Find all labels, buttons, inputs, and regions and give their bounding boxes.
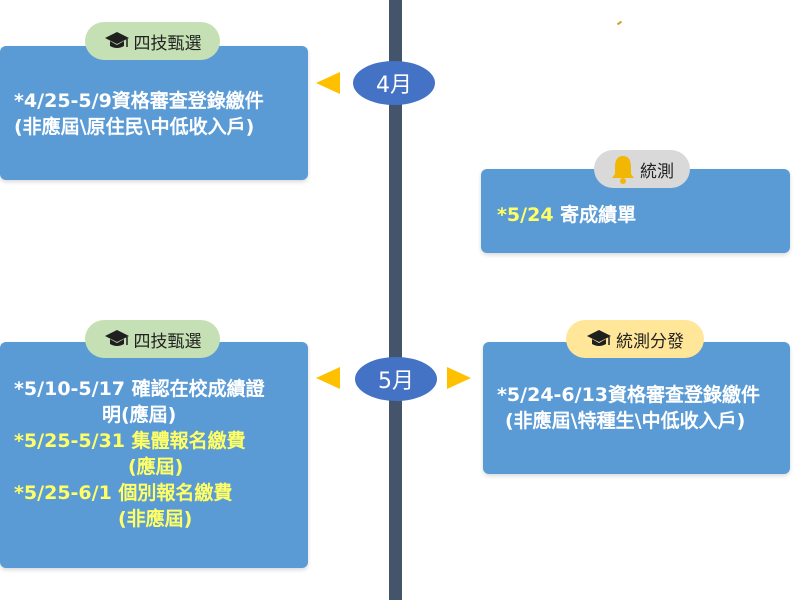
card-line: *5/25-5/31 集體報名繳費 [14,428,308,454]
arrow-to-april-four-year [316,72,340,94]
card-line: *5/10-5/17 確認在校成績證 [14,376,308,402]
tag-unified-exam: 統測 [594,150,690,188]
arrow-to-exam-allocation [447,367,471,389]
card-text: 集體報名繳費 [125,430,246,452]
month-april-label: 4月 [376,73,412,98]
arrow-to-may-four-year [316,367,340,389]
card-text: 確認在校成績證 [125,378,265,400]
timeline-axis [389,0,402,600]
card-may-four-year: *5/10-5/17 確認在校成績證 明(應屆) *5/25-5/31 集體報名… [0,342,308,568]
card-date: *5/25-5/31 [14,430,126,452]
tag-may-four-year: 四技甄選 [85,320,220,358]
card-date: *5/25-6/1 [14,482,112,504]
card-line-cont: 明(應屆) [102,404,177,426]
tag-label: 四技甄選 [133,331,202,352]
card-line: *5/25-6/1 個別報名繳費 [14,480,308,506]
card-date: *5/10-5/17 [14,378,126,400]
card-text: 個別報名繳費 [111,482,233,504]
bell-icon [612,156,634,184]
card-line: (非應屆\特種生\中低收入戶) [505,410,746,432]
decorative-mark [616,20,623,26]
month-may-label: 5月 [378,369,414,394]
card-date: *5/24 [497,204,554,226]
tag-label: 四技甄選 [133,33,202,54]
card-line: *4/25-5/9資格審查登錄繳件 [14,90,264,112]
month-may-bubble: 5月 [355,357,437,401]
month-april-bubble: 4月 [353,61,435,105]
card-april-four-year: *4/25-5/9資格審查登錄繳件 (非應屆\原住民\中低收入戶) [0,46,308,180]
card-line: *5/24-6/13資格審查登錄繳件 [497,384,761,406]
card-line: (非應屆\原住民\中低收入戶) [14,116,255,138]
card-line: *5/24 寄成績單 [497,202,790,228]
card-line-cont: (應屆) [128,456,184,478]
tag-exam-allocation: 統測分發 [566,320,704,358]
tag-april-four-year: 四技甄選 [85,22,220,60]
tag-label: 統測分發 [616,331,684,352]
graduation-cap-icon [104,32,129,48]
card-text: 寄成績單 [553,204,637,226]
graduation-cap-icon [587,330,611,346]
tag-label: 統測 [640,161,674,182]
card-line-cont: (非應屆) [118,508,193,530]
graduation-cap-icon [104,330,129,346]
card-exam-allocation: *5/24-6/13資格審查登錄繳件 (非應屆\特種生\中低收入戶) [483,342,790,474]
